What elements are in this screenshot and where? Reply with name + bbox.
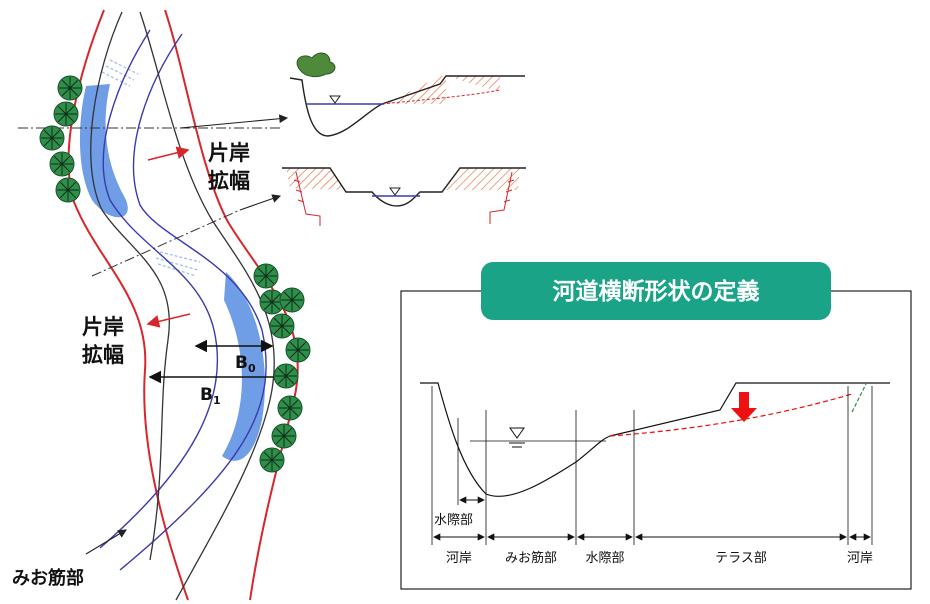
tree-icon: [253, 263, 279, 289]
b0-symbol: B: [235, 353, 248, 373]
upper-water-symbol: [329, 95, 341, 104]
widening-label-mid-line2: 拡幅: [82, 343, 124, 367]
section-arrow-lower: [239, 194, 282, 211]
plan-view: 片岸 拡幅 片岸 拡幅 B0 B1 みお筋部: [12, 9, 311, 601]
definition-title-badge: [481, 262, 831, 320]
tree-icon: [39, 125, 65, 151]
section-line-lower: [91, 209, 241, 277]
left-wall-mark: [293, 171, 321, 226]
definition-frame: [400, 290, 912, 590]
b1-symbol: B: [200, 385, 213, 405]
upper-section-profile: [289, 75, 525, 137]
b1-subscript: 1: [213, 394, 221, 407]
cross-section-profile: [420, 382, 890, 497]
section-arrow-upper: [179, 114, 289, 129]
water-level-symbol: [509, 427, 525, 448]
tree-icon: [277, 395, 303, 421]
cross-section-lower: [282, 167, 526, 226]
upper-section-bank-hatch-right: [446, 76, 500, 92]
b0-label: B0: [235, 353, 256, 375]
lower-water-symbol: [389, 187, 401, 196]
channel-line-left: [99, 29, 219, 549]
tree-icon: [57, 75, 83, 101]
right-wall-mark: [489, 171, 515, 224]
bank-slope-green: [851, 383, 867, 413]
definition-panel: 河道横断形状の定義 水際部: [400, 262, 912, 590]
tree-icons: [39, 75, 311, 473]
lower-section-profile: [282, 167, 526, 207]
lower-section-hatch-right: [442, 168, 520, 190]
widening-label-top-line1: 片岸: [208, 141, 250, 165]
terrace-line-left: [90, 11, 170, 561]
tree-icon: [269, 313, 295, 339]
tree-icon: [259, 447, 285, 473]
cross-section-upper: [289, 52, 525, 137]
tree-icon: [259, 289, 285, 315]
tree-icon: [55, 177, 81, 203]
definition-title: 河道横断形状の定義: [553, 278, 760, 305]
widening-label-mid-line1: 片岸: [82, 315, 124, 339]
lowered-terrace-line: [609, 393, 853, 437]
tree-icon: [279, 287, 305, 313]
b1-label: B1: [200, 385, 221, 407]
zone-label-thalweg: みお筋部: [505, 550, 557, 566]
b0-subscript: 0: [248, 362, 256, 375]
widening-label-top-line2: 拡幅: [208, 169, 250, 193]
ripple-marks: [101, 59, 201, 277]
water-edge-top-label: 水際部: [434, 513, 473, 528]
upper-tree-icon: [296, 52, 336, 78]
tree-icon: [53, 101, 79, 127]
tree-icon: [271, 423, 297, 449]
zone-label-water-edge: 水際部: [585, 551, 624, 566]
zone-label-bank-left: 河岸: [446, 551, 472, 566]
tree-icon: [285, 337, 311, 363]
water-area-lower: [222, 272, 265, 461]
thalweg-label: みお筋部: [12, 567, 84, 589]
zone-boundaries: [431, 386, 873, 545]
zone-label-terrace: テラス部: [715, 551, 767, 566]
widening-arrow-mid: [146, 313, 191, 328]
zone-label-bank-right: 河岸: [847, 551, 873, 566]
tree-icon: [49, 151, 75, 177]
lower-section-hatch-left: [286, 168, 344, 190]
tree-icon: [273, 363, 299, 389]
thalweg-arrow: [85, 529, 127, 555]
channel-line-right: [119, 33, 267, 571]
widening-arrow-top: [147, 146, 190, 161]
lowering-arrow: [731, 392, 757, 422]
